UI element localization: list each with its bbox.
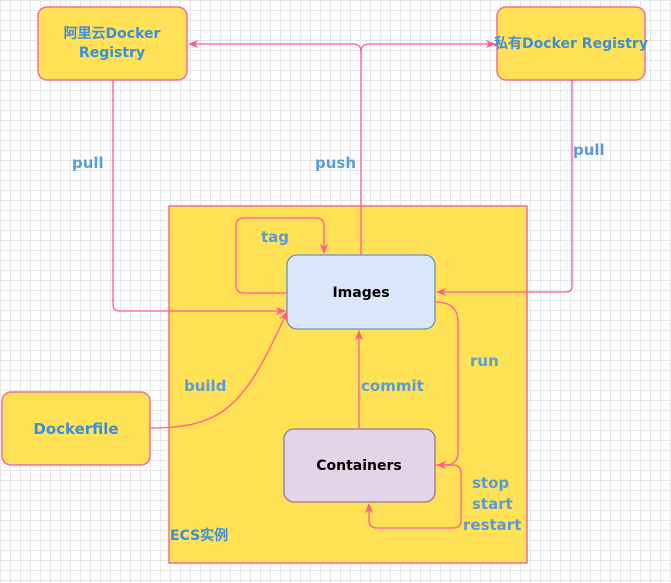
build-edge xyxy=(149,311,288,429)
aliyun-registry-label-line2: Registry xyxy=(79,45,145,61)
start-label: start xyxy=(472,495,513,513)
containers-label: Containers xyxy=(316,458,402,474)
private-registry-label: 私有Docker Registry xyxy=(494,35,648,52)
push-label: push xyxy=(315,154,356,172)
push-edge-right xyxy=(360,39,497,53)
tag-label: tag xyxy=(261,228,289,246)
run-label: run xyxy=(470,352,499,370)
build-label: build xyxy=(184,377,226,395)
pull-left-edge xyxy=(112,80,287,316)
aliyun-registry-node[interactable] xyxy=(37,6,188,81)
tag-loop-edge xyxy=(235,217,329,294)
dockerfile-label: Dockerfile xyxy=(33,420,118,438)
stop-label: stop xyxy=(472,474,509,492)
commit-label: commit xyxy=(361,377,424,395)
lifecycle-loop-edge xyxy=(364,464,462,529)
images-label: Images xyxy=(332,285,389,301)
aliyun-registry-label-line1: 阿里云Docker xyxy=(64,26,161,42)
private-registry-node[interactable] xyxy=(496,6,646,81)
restart-label: restart xyxy=(463,516,521,534)
pull-right-label: pull xyxy=(573,141,605,159)
pull-right-edge xyxy=(435,80,573,297)
pull-left-label: pull xyxy=(72,154,104,172)
ecs-instance-label: ECS实例 xyxy=(170,527,228,544)
